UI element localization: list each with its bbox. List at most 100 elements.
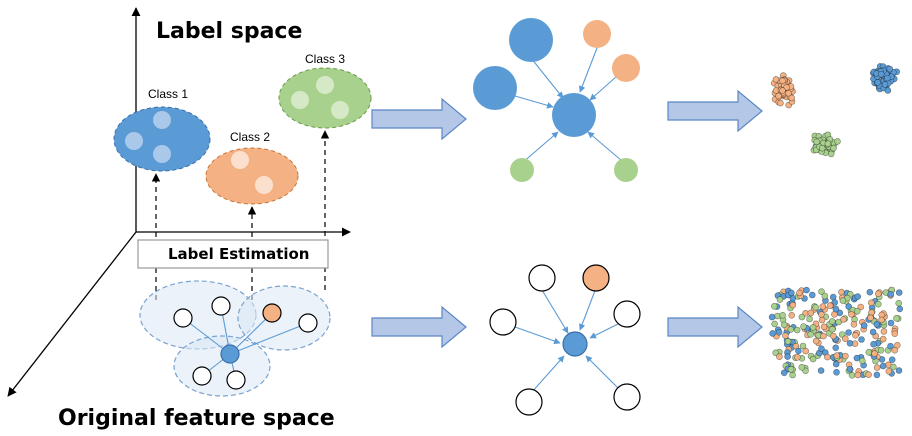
- scatter-point: [777, 99, 784, 107]
- scatter-point: [820, 323, 828, 331]
- scatter-point: [809, 355, 817, 363]
- scatter-point: [818, 345, 825, 353]
- scatter-point: [795, 347, 802, 355]
- scatter-point: [870, 340, 877, 348]
- class-3-cluster: Class 3: [278, 52, 372, 129]
- scatter-point: [788, 289, 795, 297]
- original-feature-space-title: Original feature space: [58, 406, 335, 431]
- label-space-title: Label space: [156, 19, 302, 44]
- scatter-point: [860, 322, 868, 329]
- scatter-point: [874, 300, 882, 308]
- scatter-point: [772, 349, 780, 357]
- scatter-point: [896, 305, 904, 313]
- scatter-point: [841, 335, 849, 343]
- scatter-point: [818, 316, 826, 324]
- scatter-point: [807, 330, 814, 338]
- scatter-point: [886, 65, 894, 73]
- scatter-point: [830, 144, 837, 152]
- scatter-point: [834, 138, 841, 145]
- scatter-point: [895, 299, 903, 307]
- scatter-point: [891, 346, 899, 354]
- block-arrow-bottom-2: [667, 305, 763, 349]
- scatter-point: [873, 364, 881, 371]
- scatter-point: [887, 290, 895, 298]
- scatter-point: [828, 325, 836, 333]
- block-arrow-top-2: [667, 89, 763, 133]
- scatter-point: [827, 150, 835, 158]
- scatter-point: [775, 328, 783, 336]
- scatter-point: [854, 371, 862, 379]
- scatter-point: [846, 365, 854, 373]
- scatter-point: [776, 353, 783, 361]
- scatter-point: [818, 288, 825, 295]
- scatter-point: [846, 339, 854, 347]
- scatter-point: [780, 369, 788, 377]
- class-1-label: Class 1: [148, 87, 188, 101]
- scatter-point: [772, 76, 780, 83]
- scatter-point: [893, 314, 900, 322]
- feature-nodes: [173, 296, 318, 390]
- scatter-point: [770, 302, 778, 310]
- scatter-point: [771, 320, 778, 328]
- scatter-point: [817, 367, 825, 374]
- feature-space-graph-nodes: [489, 264, 641, 416]
- scatter-point: [883, 74, 891, 82]
- scatter-point: [874, 79, 882, 86]
- label-space-scatter: [770, 63, 901, 158]
- scatter-point: [779, 311, 787, 319]
- scatter-point: [845, 303, 853, 310]
- scatter-point: [842, 352, 849, 360]
- scatter-point: [788, 94, 796, 102]
- scatter-point: [857, 303, 865, 311]
- scatter-point: [878, 316, 885, 324]
- scatter-point: [789, 371, 796, 379]
- scatter-point: [809, 324, 817, 331]
- scatter-point: [832, 344, 840, 352]
- scatter-point: [793, 326, 801, 334]
- feature-space-scatter: [768, 286, 904, 379]
- scatter-point: [877, 346, 885, 354]
- scatter-point: [838, 288, 845, 296]
- scatter-point: [812, 337, 820, 345]
- scatter-point: [867, 299, 875, 307]
- scatter-point: [784, 353, 791, 360]
- scatter-point: [798, 313, 806, 321]
- scatter-point: [853, 307, 861, 315]
- scatter-point: [838, 331, 846, 338]
- scatter-point: [888, 356, 896, 364]
- scatter-point: [853, 354, 861, 362]
- scatter-point: [769, 330, 776, 337]
- scatter-point: [806, 315, 813, 323]
- scatter-point: [833, 368, 840, 376]
- scatter-point: [884, 87, 892, 94]
- scatter-point: [799, 342, 807, 350]
- scatter-point: [776, 296, 784, 303]
- scatter-point: [879, 335, 887, 343]
- block-arrow-top-1: [371, 97, 467, 141]
- scatter-point: [802, 347, 810, 355]
- scatter-point: [779, 87, 786, 94]
- scatter-point: [871, 350, 878, 357]
- scatter-point: [824, 353, 831, 361]
- scatter-point: [780, 321, 788, 329]
- scatter-point: [785, 89, 792, 97]
- scatter-point: [891, 330, 899, 338]
- scatter-point: [835, 318, 842, 326]
- scatter-point: [798, 363, 806, 371]
- scatter-point: [881, 81, 889, 88]
- scatter-point: [826, 302, 834, 310]
- scatter-point: [845, 329, 852, 336]
- scatter-point: [782, 332, 789, 340]
- class-2-label: Class 2: [230, 130, 270, 144]
- scatter-point: [779, 77, 786, 85]
- block-arrows: [371, 89, 763, 349]
- class-2-cluster: Class 2: [205, 130, 299, 205]
- class-1-cluster: Class 1: [113, 87, 211, 172]
- scatter-point: [818, 311, 825, 318]
- scatter-point: [867, 314, 874, 322]
- scatter-point: [829, 293, 837, 301]
- scatter-point: [868, 309, 875, 316]
- scatter-point: [789, 301, 797, 309]
- scatter-point: [784, 338, 792, 345]
